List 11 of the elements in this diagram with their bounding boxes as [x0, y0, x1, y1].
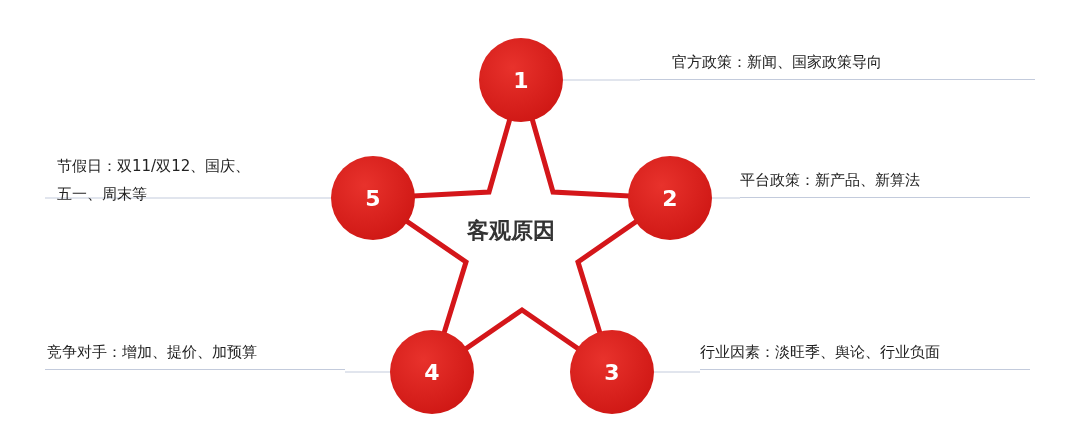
number-circle: 2: [628, 156, 712, 240]
annotation-text: 平台政策：新产品、新算法: [740, 170, 1030, 198]
center-label: 客观原因: [467, 217, 555, 245]
annotation-text: 节假日：双11/双12、国庆、五一、周末等: [45, 148, 260, 220]
number-circle: 1: [479, 38, 563, 122]
annotation-text: 官方政策：新闻、国家政策导向: [640, 52, 1035, 80]
number-circle: 5: [331, 156, 415, 240]
number-circle: 4: [390, 330, 474, 414]
annotation-text: 竞争对手：增加、提价、加预算: [45, 342, 345, 370]
annotation-text: 行业因素：淡旺季、舆论、行业负面: [700, 342, 1030, 370]
number-circle: 3: [570, 330, 654, 414]
